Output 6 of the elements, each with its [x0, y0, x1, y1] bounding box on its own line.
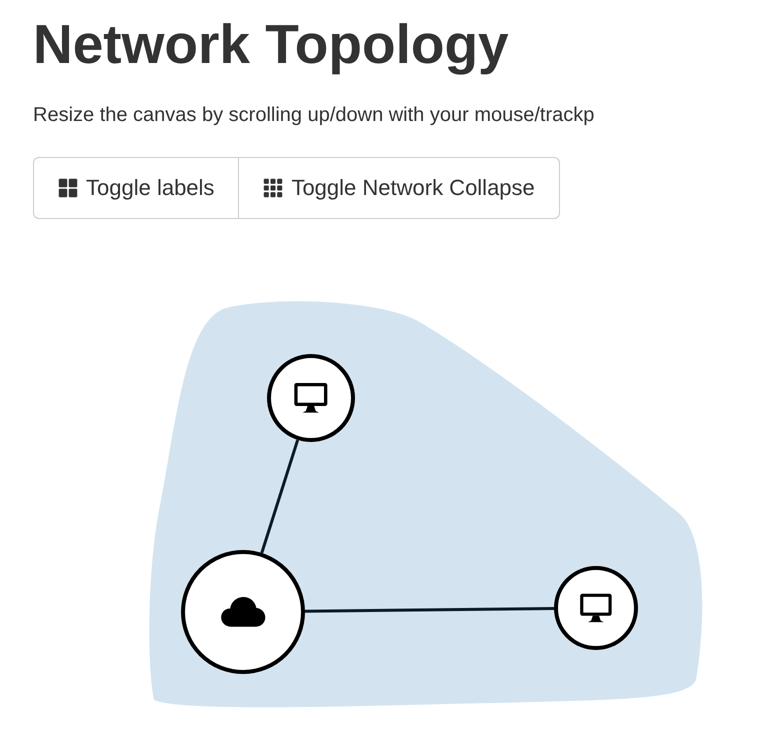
connector-line — [260, 439, 300, 554]
connector-line — [304, 606, 554, 613]
instruction-text: Resize the canvas by scrolling up/down with your mouse/trackp — [33, 104, 594, 127]
toggle-button: Toggle labels — [33, 157, 240, 219]
toggle-button: Toggle Network Collapse — [239, 157, 560, 219]
page-title: Network Topology — [33, 12, 509, 76]
